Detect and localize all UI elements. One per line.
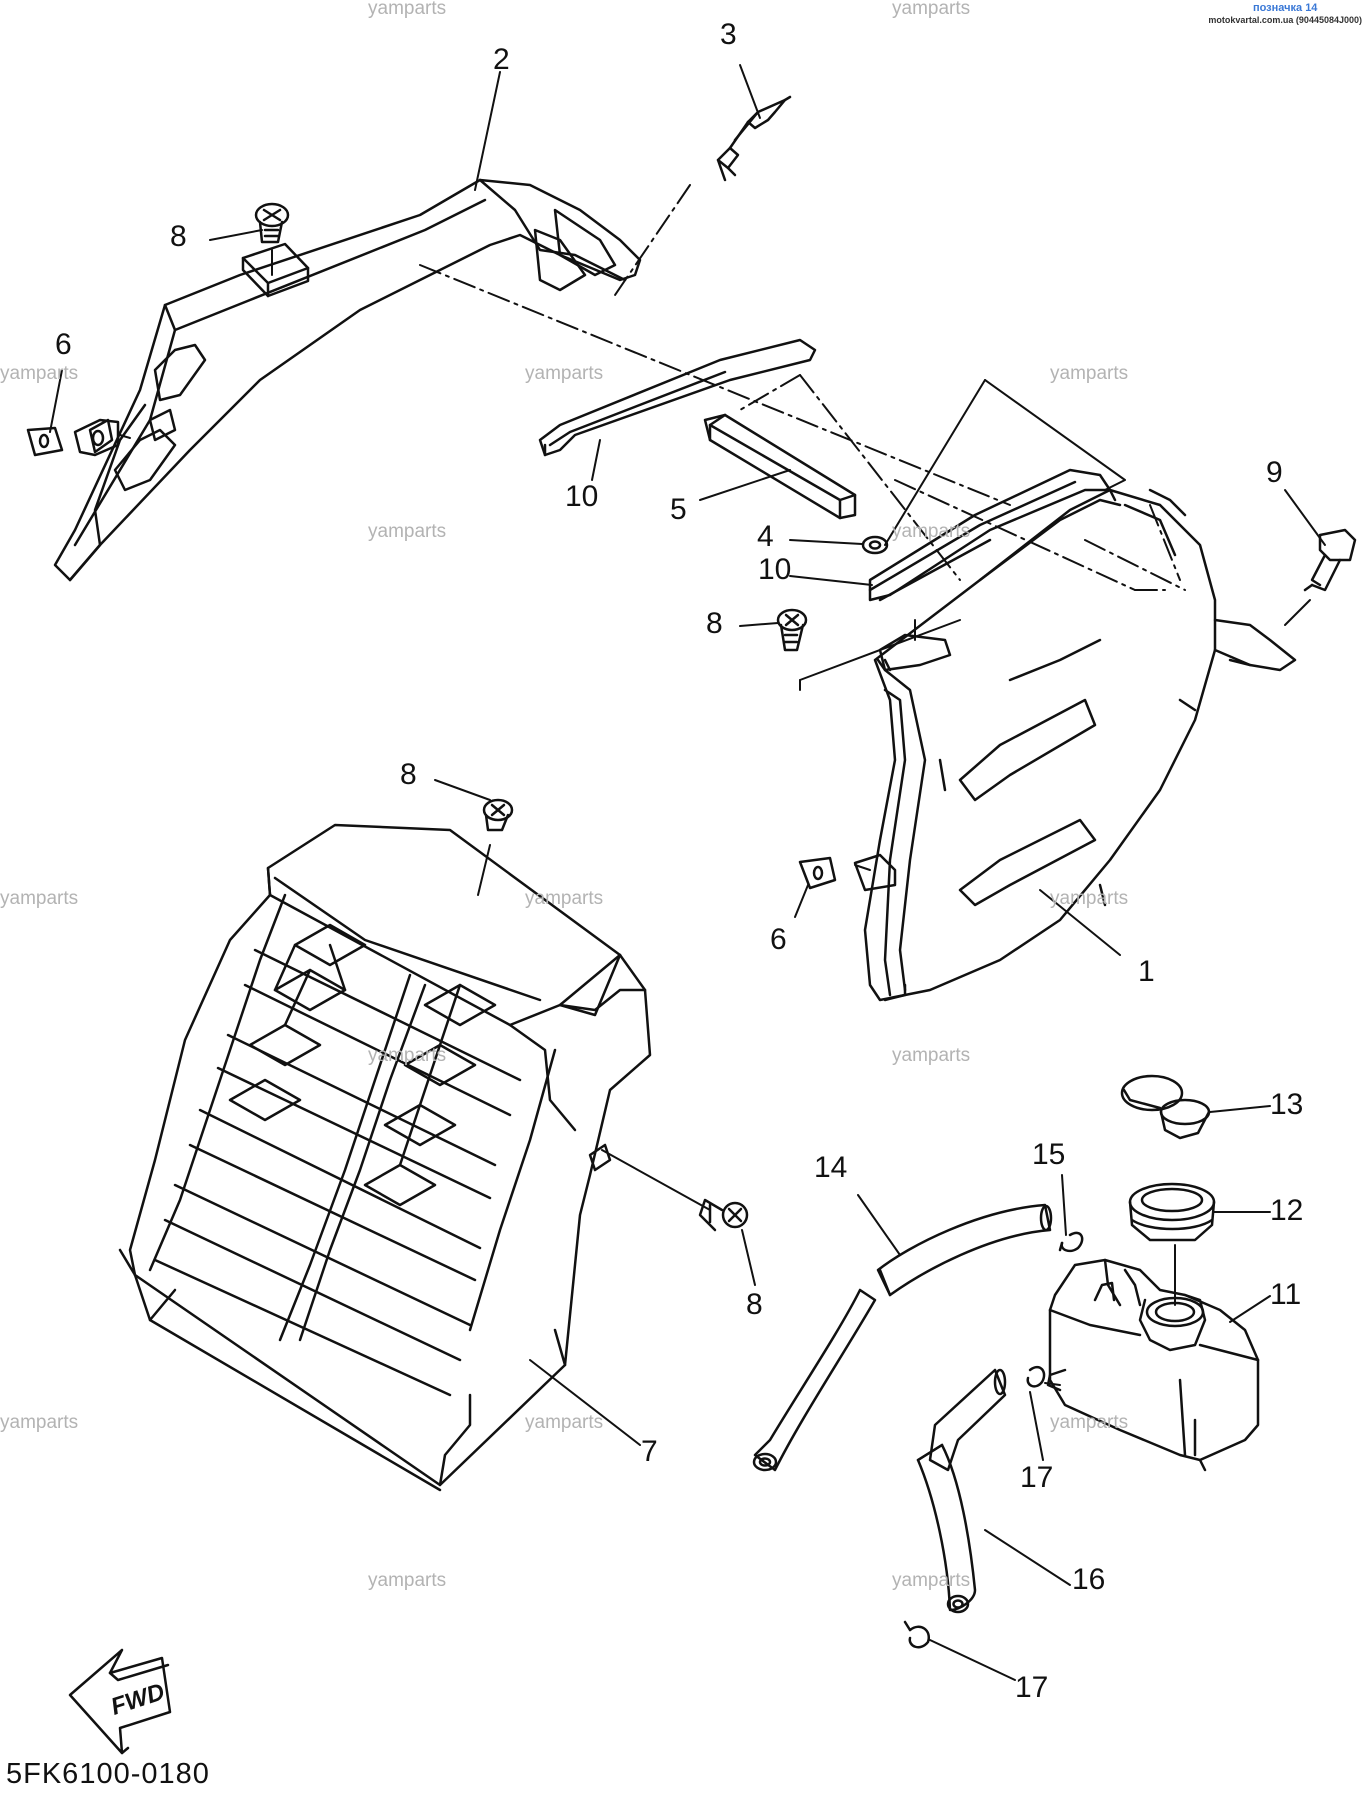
part-13-cap <box>1120 1074 1211 1140</box>
part-8-screw-a <box>254 202 290 244</box>
badge-label: позначка 14 <box>1252 2 1318 14</box>
part-11-tank <box>1046 1258 1260 1472</box>
part-4-grommet <box>861 535 889 555</box>
callout-14: 14 <box>814 1151 848 1184</box>
part-8-screw-d <box>698 1198 749 1232</box>
part-10-trim-right <box>868 468 1117 602</box>
part-15-clamp <box>1058 1231 1084 1253</box>
callout-2: 2 <box>493 43 510 76</box>
callout-10-b: 10 <box>758 553 792 586</box>
callout-13: 13 <box>1270 1088 1304 1121</box>
callout-17-a: 17 <box>1020 1461 1054 1494</box>
callout-1: 1 <box>1138 955 1155 988</box>
site-tag: позначка 14 motokvartal.com.ua (90445084… <box>1208 2 1362 25</box>
callout-6-right: 6 <box>770 923 787 956</box>
connector-lines <box>119 249 1311 1386</box>
part-7-grille <box>118 823 652 1492</box>
callout-10-a: 10 <box>565 480 599 513</box>
callout-8-d: 8 <box>746 1288 763 1321</box>
fwd-arrow <box>68 1648 172 1755</box>
part-2-left-shroud <box>53 178 642 582</box>
callout-15: 15 <box>1032 1138 1066 1171</box>
callout-6-left: 6 <box>55 328 72 361</box>
part-17-clamp-b <box>903 1620 931 1649</box>
part-10-trim-left <box>538 338 817 457</box>
callout-12: 12 <box>1270 1194 1304 1227</box>
part-5-pad <box>703 413 857 520</box>
callout-11: 11 <box>1270 1278 1302 1311</box>
part-16-hose <box>916 1368 1007 1614</box>
part-14-hose <box>752 1203 1053 1472</box>
part-6-nut-right <box>798 856 837 890</box>
callout-8-b: 8 <box>706 607 723 640</box>
callout-7: 7 <box>641 1435 658 1468</box>
site-label: motokvartal.com.ua (90445084J000) <box>1208 14 1362 25</box>
part-8-screw-c <box>482 798 514 832</box>
diagram-code: 5FK6100-0180 <box>6 1758 210 1790</box>
part-12-grommet <box>1128 1182 1216 1242</box>
part-17-clamp-a <box>1026 1365 1046 1388</box>
callout-4: 4 <box>757 520 774 553</box>
part-8-screw-b <box>776 608 808 652</box>
part-6-nut-left <box>26 418 120 457</box>
callout-17-b: 17 <box>1015 1671 1049 1704</box>
callout-3: 3 <box>720 18 737 51</box>
part-3-rivet <box>716 95 792 182</box>
part-9-bolt <box>1303 528 1357 592</box>
callout-16: 16 <box>1072 1563 1106 1596</box>
callout-8-a: 8 <box>170 220 187 253</box>
leader-lines <box>49 64 1326 1681</box>
callout-9: 9 <box>1266 456 1283 489</box>
part-1-right-shroud <box>853 488 1297 1002</box>
center-lines <box>419 184 1186 591</box>
callout-8-c: 8 <box>400 758 417 791</box>
callout-5: 5 <box>670 493 687 526</box>
